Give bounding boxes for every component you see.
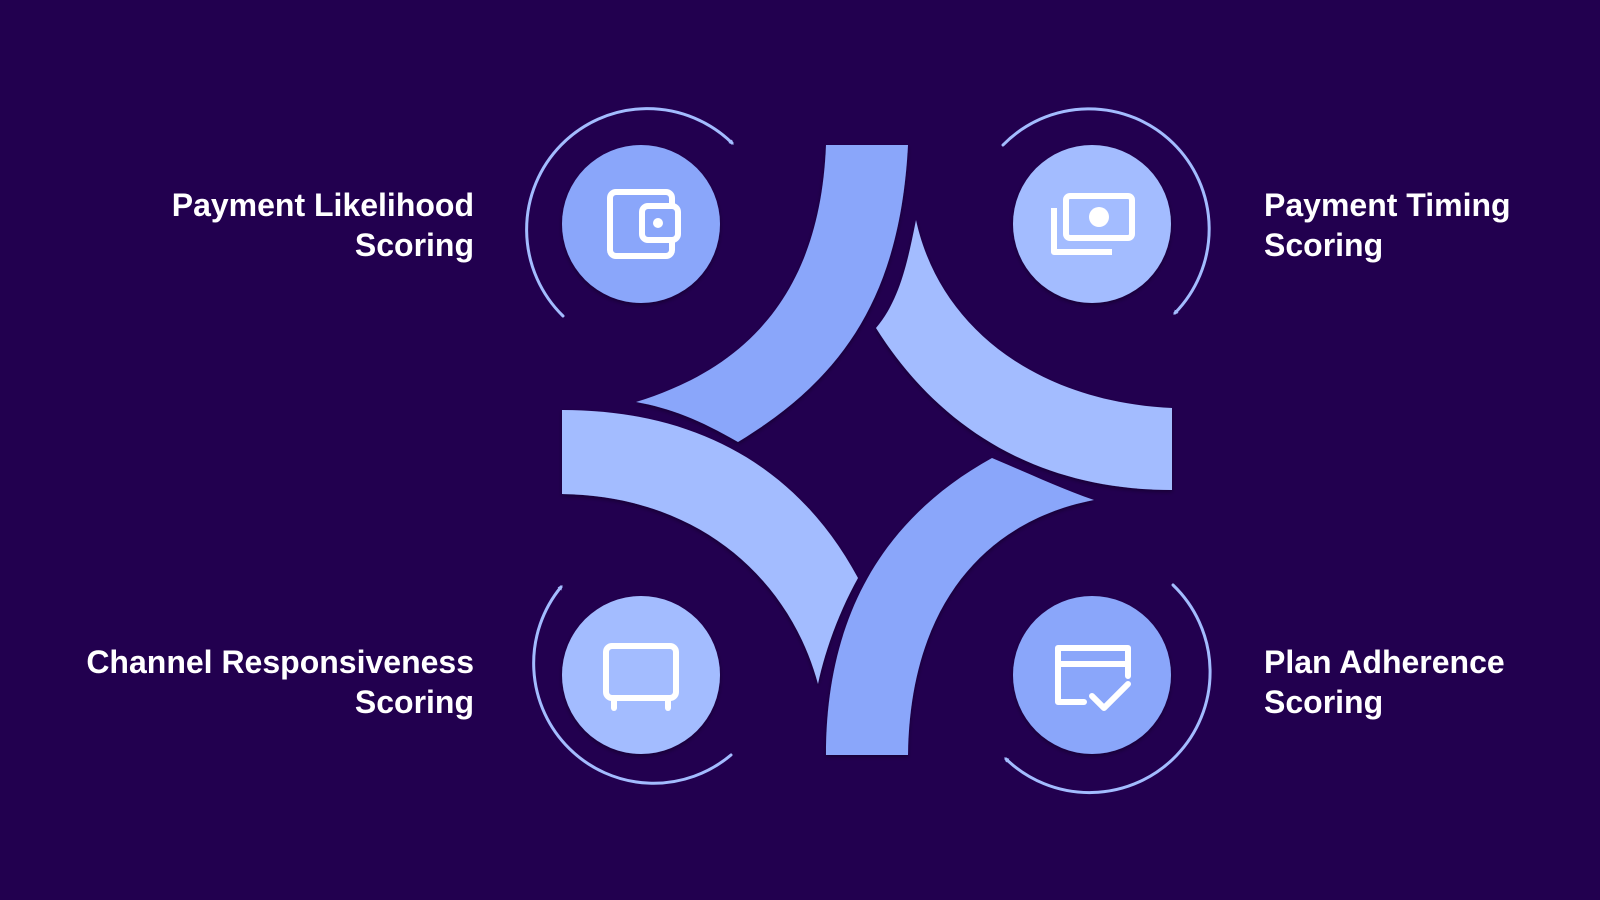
monitor-icon	[603, 643, 679, 711]
arrow-arc-top-left	[525, 107, 734, 318]
step-label-line2: Scoring	[1264, 227, 1384, 263]
step-label-line1: Channel Responsiveness	[86, 644, 474, 680]
step-label-line1: Payment Likelihood	[171, 187, 474, 223]
wallet-icon	[607, 189, 681, 259]
petal-bottom	[826, 458, 1094, 755]
icon-circle-channel-responsiveness	[562, 596, 720, 754]
cash-icon	[1051, 193, 1135, 255]
petal-top	[636, 145, 908, 442]
step-label-line1: Payment Timing	[1264, 187, 1511, 223]
step-label-payment-timing: Payment Timing Scoring	[1264, 185, 1511, 265]
step-label-payment-likelihood: Payment Likelihood Scoring	[172, 185, 474, 265]
arrow-arcs	[525, 107, 1212, 795]
arrow-arc-bottom-right	[1004, 583, 1212, 795]
step-label-line2: Scoring	[354, 227, 474, 263]
icon-circle-payment-likelihood	[562, 145, 720, 303]
step-label-line2: Scoring	[1264, 684, 1384, 720]
icon-circle-payment-timing	[1013, 145, 1171, 303]
arrow-arc-bottom-left	[532, 585, 733, 785]
step-label-line2: Scoring	[354, 684, 474, 720]
petal-right	[876, 220, 1172, 490]
icon-circle-plan-adherence	[1013, 596, 1171, 754]
step-label-plan-adherence: Plan Adherence Scoring	[1264, 642, 1505, 722]
petal-left	[562, 410, 858, 684]
step-label-channel-responsiveness: Channel Responsiveness Scoring	[86, 642, 474, 722]
step-label-line1: Plan Adherence	[1264, 644, 1505, 680]
card-check-icon	[1055, 645, 1131, 711]
central-petal-shape	[562, 145, 1172, 755]
arrow-arc-top-right	[1001, 107, 1211, 315]
